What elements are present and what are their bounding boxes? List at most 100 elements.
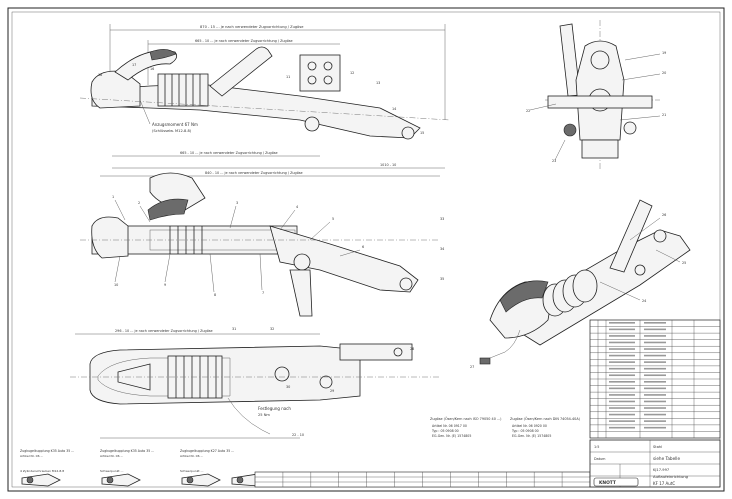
callout-number: 32 bbox=[270, 327, 274, 331]
plan-view-bottom: 296 - 10 ... je nach verwendeter Zugvorr… bbox=[70, 329, 440, 439]
dim-top-sub: 665 - 10 ... je nach verwendeter Zugvorr… bbox=[195, 39, 293, 43]
callout-number: 35 bbox=[440, 277, 444, 281]
title-drawing-no: KJ17-997 bbox=[653, 468, 669, 472]
parts-list-text-mark bbox=[644, 407, 666, 409]
detail-sub-3: Artikel Nr. 06 ... bbox=[180, 454, 203, 458]
coupling-note-b-line1: Artikel Nr. 06 0920 00 bbox=[512, 424, 547, 428]
parts-list-text-mark bbox=[644, 400, 666, 403]
title-drawing-title: Auflaufeinrichtung bbox=[653, 474, 689, 479]
title-model: KF 17 AutC bbox=[653, 481, 675, 486]
parts-list-text-mark bbox=[609, 367, 635, 370]
dim-bottom-sub: 296 - 10 ... je nach verwendeter Zugvorr… bbox=[115, 329, 213, 333]
torque-annotation-sub: (Schlüsselw. M12-8.8) bbox=[152, 129, 192, 133]
parts-list-text-mark bbox=[609, 394, 635, 396]
callout-number: 7 bbox=[262, 291, 264, 295]
callout-number: 20 bbox=[662, 71, 666, 75]
callout-number: 10 bbox=[114, 283, 118, 287]
parts-list-text-mark bbox=[644, 335, 666, 337]
parts-list-text-mark bbox=[609, 420, 635, 422]
callout-number: 6 bbox=[362, 245, 364, 249]
coupling-note-a-line2: Typ : 05 0908 00 bbox=[431, 429, 459, 433]
parts-list-text-mark bbox=[609, 328, 635, 331]
parts-list-text-mark bbox=[609, 381, 635, 383]
coupling-note-a: Zugöse (Ösen/Kern nach ISO 79050 40 ...) bbox=[430, 416, 502, 421]
callout-number: 8 bbox=[214, 293, 216, 297]
parts-list-text-mark bbox=[609, 341, 635, 344]
dim-mid-overall: 840 - 10 ... je nach verwendeter Zugvorr… bbox=[205, 171, 303, 175]
parts-list-text-mark bbox=[644, 328, 666, 331]
detail-extra-2: Schwerpunkt ... bbox=[100, 469, 123, 473]
detail-extra-3: Schwerpunkt ... bbox=[180, 469, 203, 473]
title-date: Datum bbox=[594, 457, 606, 461]
bellows-iso bbox=[542, 269, 598, 317]
callout-number: 26 bbox=[662, 213, 666, 217]
callout-number: 27 bbox=[470, 365, 474, 369]
end-view-right bbox=[529, 20, 661, 170]
detail-sketch-2 bbox=[101, 473, 141, 487]
company-logo bbox=[593, 477, 639, 487]
parts-list-text-mark bbox=[644, 361, 666, 363]
detail-label-3: Zugkugelkupplung K27 Auto 35 ... bbox=[180, 449, 234, 453]
detail-extra-1: 4 Zylinderschrauben M12-8.8 bbox=[20, 469, 64, 473]
parts-list-text-mark bbox=[609, 335, 635, 337]
callout-number: 13 bbox=[376, 81, 380, 85]
callout-number: 24 bbox=[642, 299, 646, 303]
callout-number: 25 bbox=[682, 261, 686, 265]
parts-list-text-mark bbox=[644, 381, 666, 383]
callout-number: 28 bbox=[410, 347, 414, 351]
parts-list-text-mark bbox=[609, 374, 635, 377]
parts-list-text-mark bbox=[609, 407, 635, 409]
callout-number: 31 bbox=[232, 327, 236, 331]
dim-top-overall: 870 - 15 ... je nach verwendeter Zugvorr… bbox=[200, 25, 304, 29]
title-material: Stahl bbox=[653, 445, 662, 449]
detail-label-2: Zugkugelkupplung K35 Auto 35 ... bbox=[100, 449, 154, 453]
callout-number: 21 bbox=[662, 113, 666, 117]
callout-number: 16 bbox=[150, 67, 154, 71]
detail-sub-1: Artikel Nr. 06 ... bbox=[20, 454, 43, 458]
parts-list-text-mark bbox=[609, 322, 635, 324]
torque-annotation: Anzugsmoment 67 Nm bbox=[152, 122, 198, 127]
callout-number: 9 bbox=[164, 283, 166, 287]
parts-list-text-mark bbox=[609, 400, 635, 403]
callout-number: 19 bbox=[662, 51, 666, 55]
fastening-annotation: Festlegung nach bbox=[258, 406, 291, 411]
callout-number: 23 bbox=[552, 159, 556, 163]
section-view-middle: 840 - 10 ... je nach verwendeter Zugvorr… bbox=[80, 171, 440, 317]
parts-list-text-mark bbox=[609, 387, 635, 390]
callout-number: 14 bbox=[392, 107, 396, 111]
coupling-note-a-line1: Artikel Nr. 06 0917 00 bbox=[432, 424, 467, 428]
parts-list-text-mark bbox=[644, 367, 666, 370]
side-view-top: 870 - 15 ... je nach verwendeter Zugvorr… bbox=[79, 24, 451, 169]
coupling-note-a-line3: EG-Gen. Nr. (E) 1574805 bbox=[432, 434, 471, 438]
title-scale: 1:5 bbox=[594, 445, 599, 449]
callout-number: 30 bbox=[286, 385, 290, 389]
parts-list-text-mark bbox=[644, 322, 666, 324]
callout-number: 17 bbox=[132, 63, 136, 67]
parts-list-text-mark bbox=[609, 413, 635, 416]
callout-number: 3 bbox=[236, 201, 238, 205]
coupling-note-b-line3: EG-Gen. Nr. (E) 1574805 bbox=[512, 434, 551, 438]
parts-list-text-mark bbox=[609, 348, 635, 350]
callout-number: 18 bbox=[98, 73, 102, 77]
callout-number: 5 bbox=[332, 217, 334, 221]
detail-sketches: Zugkugelkupplung K35 Auto 35 ... Artikel… bbox=[20, 449, 271, 487]
company-name: KNOTT bbox=[599, 480, 616, 486]
revision-strip bbox=[254, 471, 591, 488]
coupling-note-b: Zugöse (Ösen/Kern nach DIN 74054-40A) bbox=[510, 416, 581, 421]
parts-list-text-mark bbox=[644, 348, 666, 350]
fastening-annotation-sub: 25 Nm bbox=[258, 413, 270, 417]
callout-number: 2 bbox=[138, 201, 140, 205]
detail-sketch-3 bbox=[181, 473, 221, 487]
parts-list-text-mark bbox=[609, 361, 635, 363]
parts-list-text-mark bbox=[644, 420, 666, 422]
callout-number: 12 bbox=[350, 71, 354, 75]
parts-list-text-mark bbox=[609, 354, 635, 357]
parts-list-text-mark bbox=[609, 426, 635, 429]
parts-list-table bbox=[589, 319, 721, 439]
callout-number: 29 bbox=[330, 389, 334, 393]
parts-list-text-mark bbox=[644, 374, 666, 377]
coupling-notes: Zugöse (Ösen/Kern nach ISO 79050 40 ...)… bbox=[430, 416, 581, 438]
parts-list-text-mark bbox=[644, 354, 666, 357]
